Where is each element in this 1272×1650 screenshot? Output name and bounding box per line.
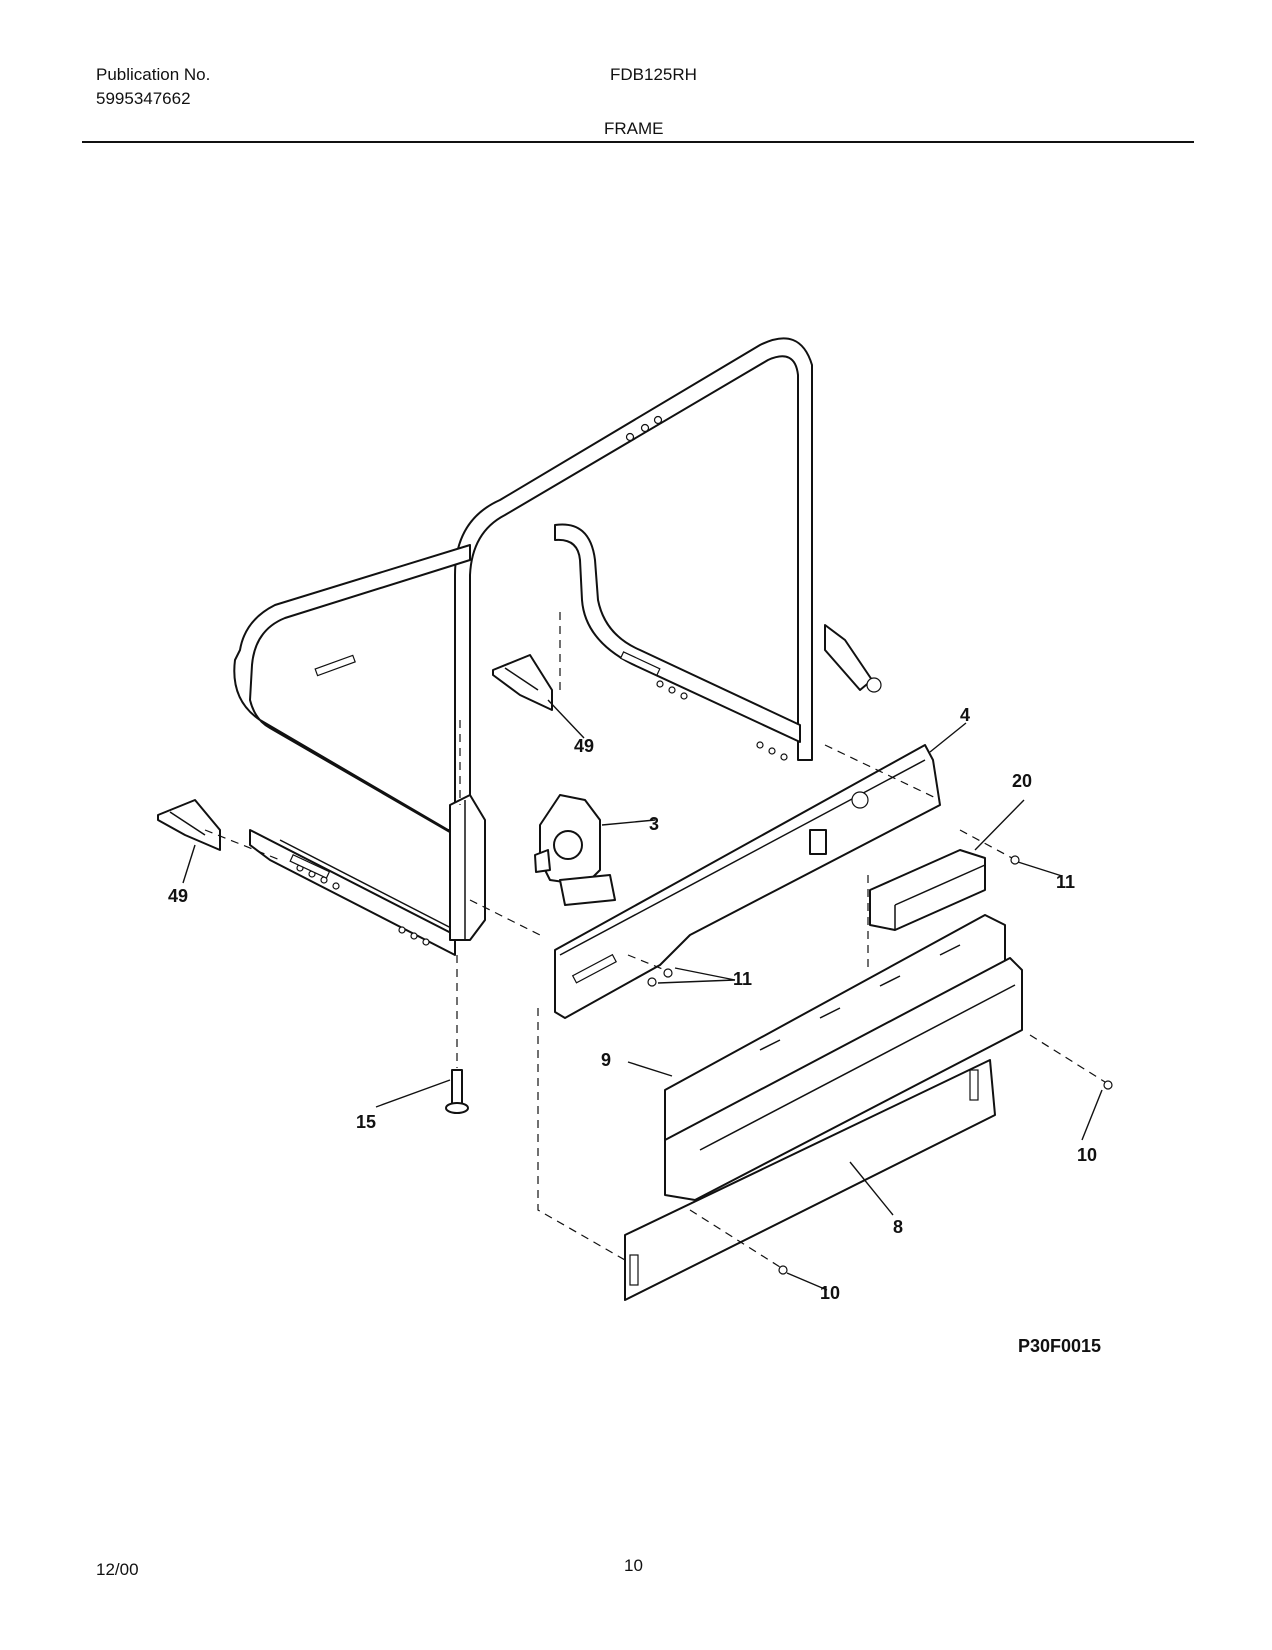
screw-10-right	[1103, 1080, 1113, 1090]
leveling-leg-left	[157, 799, 221, 851]
footer-date: 12/00	[96, 1560, 139, 1579]
screw-11-lower-a	[663, 968, 673, 978]
leg-screw	[445, 1069, 469, 1114]
screw-11-right	[1010, 855, 1020, 865]
callout-49-left: 49	[168, 886, 188, 906]
callout-10-lower: 10	[820, 1283, 840, 1303]
front-rail	[554, 744, 941, 1019]
callout-49-rear: 49	[574, 736, 594, 756]
callout-leaders	[182, 699, 1103, 1291]
leveling-leg-rear	[492, 654, 553, 711]
model-number: FDB125RH	[610, 65, 697, 84]
section-title: FRAME	[604, 119, 664, 138]
callout-20: 20	[1012, 771, 1032, 791]
callout-9: 9	[601, 1050, 611, 1070]
callout-4: 4	[960, 705, 970, 725]
junction-box-bracket	[869, 849, 986, 931]
callout-15: 15	[356, 1112, 376, 1132]
water-valve	[534, 794, 616, 906]
screw-10-lower	[778, 1265, 788, 1275]
page-number: 10	[624, 1556, 643, 1575]
callout-3: 3	[649, 814, 659, 834]
diagram-code: P30F0015	[1018, 1336, 1102, 1356]
header-rule	[82, 141, 1194, 143]
publication-label: Publication No.	[96, 65, 211, 84]
publication-number: 5995347662	[96, 89, 191, 108]
toe-kick-assembly	[624, 914, 1023, 1301]
callout-11-lower: 11	[733, 969, 752, 989]
callout-8: 8	[893, 1217, 903, 1237]
tub-frame	[233, 337, 882, 956]
callout-11-right: 11	[1056, 872, 1075, 892]
screw-11-lower-b	[647, 977, 657, 987]
callout-10-right: 10	[1077, 1145, 1097, 1165]
assembly-dashed-lines	[204, 612, 1106, 1268]
